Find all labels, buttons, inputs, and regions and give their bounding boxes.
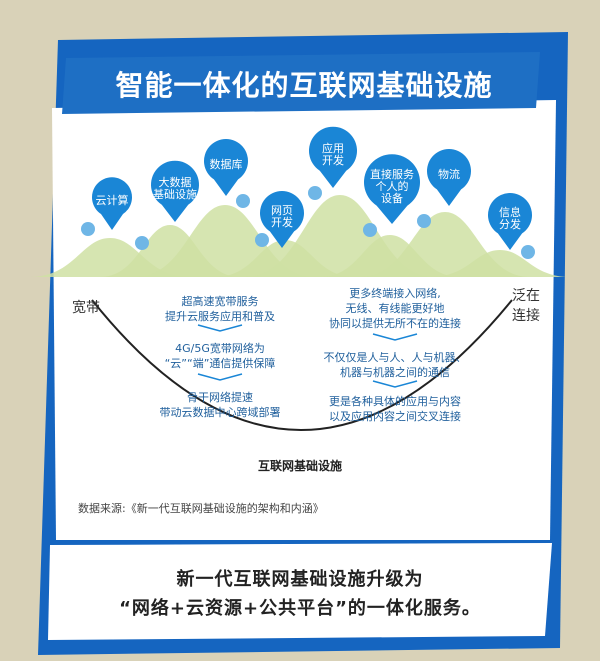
pin-label: 云计算 — [96, 193, 129, 207]
dot-marker — [521, 245, 535, 259]
dots — [81, 186, 535, 259]
pin-shape — [487, 193, 532, 250]
hub-arc — [91, 299, 513, 431]
right-item: 不仅仅是人与人、人与机器、 机器与机器之间的通信 — [323, 351, 467, 379]
pin-label: 信息 — [499, 205, 521, 219]
summary-line-1: 新一代互联网基础设施升级为 — [176, 569, 424, 590]
right-label: 泛在 连接 — [512, 288, 540, 324]
hill — [430, 250, 570, 277]
pin-shape — [259, 191, 304, 248]
pin-shape — [427, 149, 472, 206]
source-note: 数据来源:《新一代互联网基础设施的架构和内涵》 — [78, 502, 324, 515]
chevrons — [197, 324, 418, 388]
chevron-icon — [372, 333, 418, 341]
pin-label: 设备 — [381, 191, 403, 205]
dot-marker — [236, 194, 250, 208]
pin-label: 应用 — [322, 141, 344, 155]
page-title: 智能一体化的互联网基础设施 — [115, 69, 493, 102]
main-panel — [52, 100, 556, 540]
dot-marker — [417, 214, 431, 228]
pin-label: 数据库 — [210, 157, 243, 171]
pin-shape — [92, 177, 133, 230]
dot-marker — [81, 222, 95, 236]
chevron-icon — [197, 373, 243, 381]
pin-label: 基础设施 — [153, 188, 197, 201]
pin-shape — [364, 154, 420, 224]
hills — [30, 195, 570, 277]
pin-label: 分发 — [499, 217, 521, 231]
pin-label: 个人的 — [376, 179, 409, 193]
summary-panel — [48, 543, 552, 640]
left-item: 骨干网络提速 带动云数据中心跨域部署 — [159, 391, 281, 419]
pin-label: 直接服务 — [370, 167, 414, 181]
chevron-icon — [372, 380, 418, 388]
concept-pin: 物流 — [427, 149, 472, 206]
pin-label: 大数据 — [159, 175, 192, 189]
dot-marker — [363, 223, 377, 237]
pin-label: 网页 — [271, 204, 293, 217]
pin-label: 物流 — [438, 167, 460, 181]
left-item: 4G/5G宽带网络为 “云”“端”通信提供保障 — [164, 342, 276, 370]
chevron-icon — [197, 324, 243, 332]
summary-line-2: “网络+云资源+公共平台”的一体化服务。 — [119, 598, 481, 619]
pin-shape — [309, 126, 357, 188]
left-item: 超高速宽带服务 提升云服务应用和普及 — [165, 295, 275, 323]
right-item: 更是各种具体的应用与内容 以及应用内容之间交叉连接 — [329, 395, 461, 423]
pin-label: 开发 — [271, 215, 293, 229]
pin-shape — [204, 139, 249, 196]
pin-shape — [151, 160, 199, 222]
hub-label: 互联网基础设施 — [257, 459, 342, 473]
pin-label: 开发 — [322, 153, 344, 167]
dot-marker — [255, 233, 269, 247]
concept-pin: 数据库 — [204, 139, 249, 196]
title-banner — [62, 52, 540, 114]
right-item: 更多终端接入网络, 无线、有线能更好地 协同以提供无所不在的连接 — [329, 287, 461, 330]
concept-pin: 云计算 — [92, 177, 133, 230]
dot-marker — [135, 236, 149, 250]
left-label: 宽带 — [72, 300, 100, 316]
dot-marker — [308, 186, 322, 200]
